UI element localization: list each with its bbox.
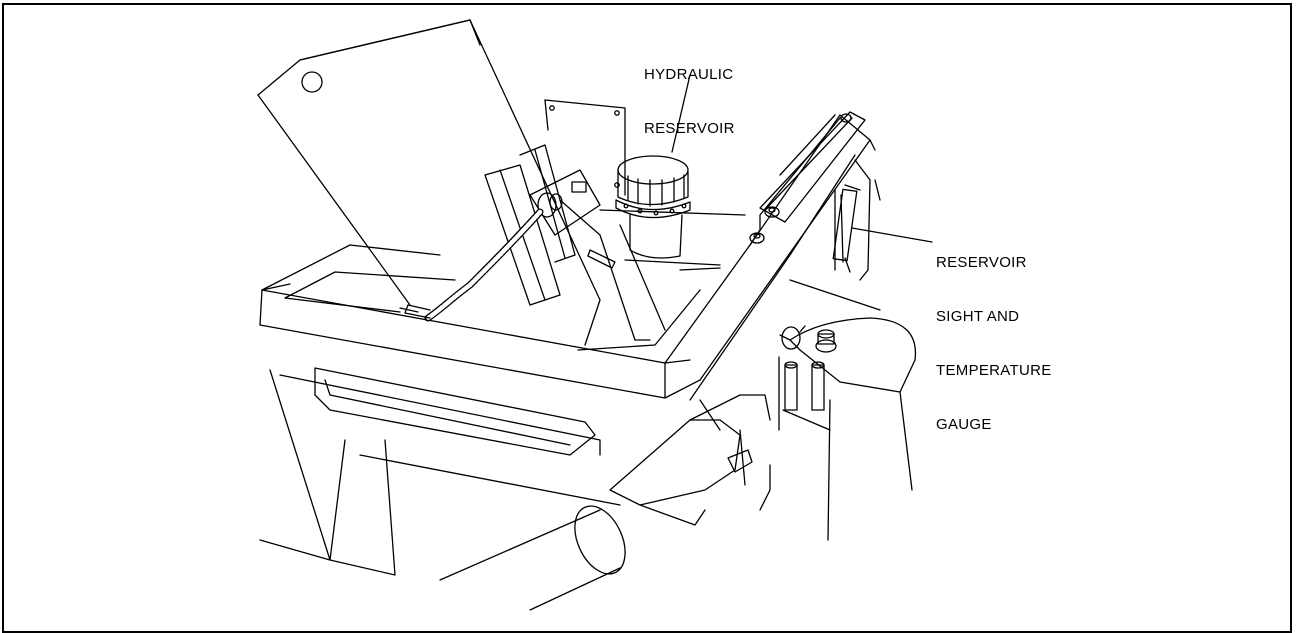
frame-top-opening: [284, 209, 746, 351]
tank-right-side: [739, 159, 881, 541]
hinged-cover-plate: [778, 317, 917, 491]
callout-line: TEMPERATURE: [936, 362, 1052, 379]
callout-line: RESERVOIR: [936, 254, 1027, 271]
frame-front-member: [259, 244, 701, 506]
lower-frame: [609, 394, 771, 526]
callout-line: GAUGE: [936, 416, 992, 433]
callout-line: RESERVOIR: [644, 120, 735, 137]
tilted-panel: [257, 19, 601, 346]
bolts: [749, 113, 852, 244]
leader-lines: [671, 74, 933, 243]
hydraulic-reservoir-cap: [615, 155, 691, 219]
braided-hose: [404, 208, 544, 322]
sensor-connector: [537, 192, 563, 218]
callout-line: SIGHT AND: [936, 308, 1020, 325]
figure-frame: [2, 3, 1292, 633]
callout-line: HYDRAULIC: [644, 66, 734, 83]
sight-gauge: [832, 188, 858, 273]
sight-gauge-callout: RESERVOIR SIGHT AND TEMPERATURE GAUGE: [936, 218, 1052, 452]
hydraulic-reservoir-callout: HYDRAULIC RESERVOIR: [644, 30, 735, 156]
frame-left-leg: [259, 369, 396, 576]
round-pipe: [439, 505, 626, 611]
frame-diagonal-rail: [664, 111, 876, 401]
